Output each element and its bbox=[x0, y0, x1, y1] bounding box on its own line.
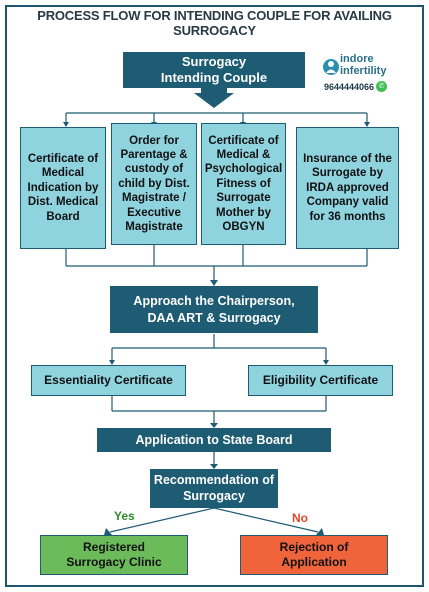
approach-line2: DAA ART & Surrogacy bbox=[147, 310, 281, 325]
requirement-medical-indication: Certificate of Medical Indication by Dis… bbox=[20, 127, 106, 249]
eligibility-certificate-box: Eligibility Certificate bbox=[248, 365, 393, 396]
approach-line1: Approach the Chairperson, bbox=[133, 294, 295, 309]
intending-couple-line2: Intending Couple bbox=[160, 70, 268, 85]
essentiality-certificate-box: Essentiality Certificate bbox=[31, 365, 186, 396]
registered-clinic-box: Registered Surrogacy Clinic bbox=[40, 535, 188, 575]
recommendation-line2: Surrogacy bbox=[183, 488, 245, 503]
certificate-label: Essentiality Certificate bbox=[44, 373, 173, 387]
rejection-line2: Application bbox=[281, 555, 347, 569]
diagram-title: PROCESS FLOW FOR INTENDING COUPLE FOR AV… bbox=[37, 8, 392, 38]
brand-logo: indore infertility 9644444066 ✆ bbox=[322, 53, 412, 98]
logo-phone: 9644444066 bbox=[324, 82, 375, 92]
registered-line2: Surrogacy Clinic bbox=[66, 555, 162, 569]
rejection-box: Rejection of Application bbox=[240, 535, 388, 575]
recommendation-box: Recommendation of Surrogacy bbox=[150, 469, 278, 508]
approach-chairperson-box: Approach the Chairperson, DAA ART & Surr… bbox=[110, 286, 318, 333]
requirement-parentage-order: Order for Parentage & custody of child b… bbox=[111, 123, 197, 245]
intending-couple-line1: Surrogacy bbox=[181, 54, 247, 70]
branch-no-label: No bbox=[292, 511, 308, 525]
requirement-insurance: Insurance of the Surrogate by IRDA appro… bbox=[296, 127, 399, 249]
requirement-text: Certificate of Medical Indication by Dis… bbox=[27, 153, 99, 223]
requirement-text: Certificate of Medical & Psychological F… bbox=[204, 134, 283, 233]
intending-couple-box: Surrogacy Intending Couple bbox=[123, 52, 305, 88]
whatsapp-icon: ✆ bbox=[376, 81, 387, 92]
application-state-board-box: Application to State Board bbox=[97, 428, 331, 452]
logo-brand-text: indore infertility bbox=[340, 53, 387, 77]
application-label: Application to State Board bbox=[135, 433, 293, 447]
registered-line1: Registered bbox=[82, 540, 146, 554]
requirement-text: Insurance of the Surrogate by IRDA appro… bbox=[303, 153, 392, 223]
requirement-fitness-certificate: Certificate of Medical & Psychological F… bbox=[201, 123, 286, 245]
branch-yes-label: Yes bbox=[114, 509, 135, 523]
requirement-text: Order for Parentage & custody of child b… bbox=[118, 134, 190, 233]
certificate-label: Eligibility Certificate bbox=[262, 373, 379, 387]
logo-icon bbox=[323, 59, 339, 75]
rejection-line1: Rejection of bbox=[279, 540, 349, 554]
recommendation-line1: Recommendation of bbox=[153, 472, 275, 487]
